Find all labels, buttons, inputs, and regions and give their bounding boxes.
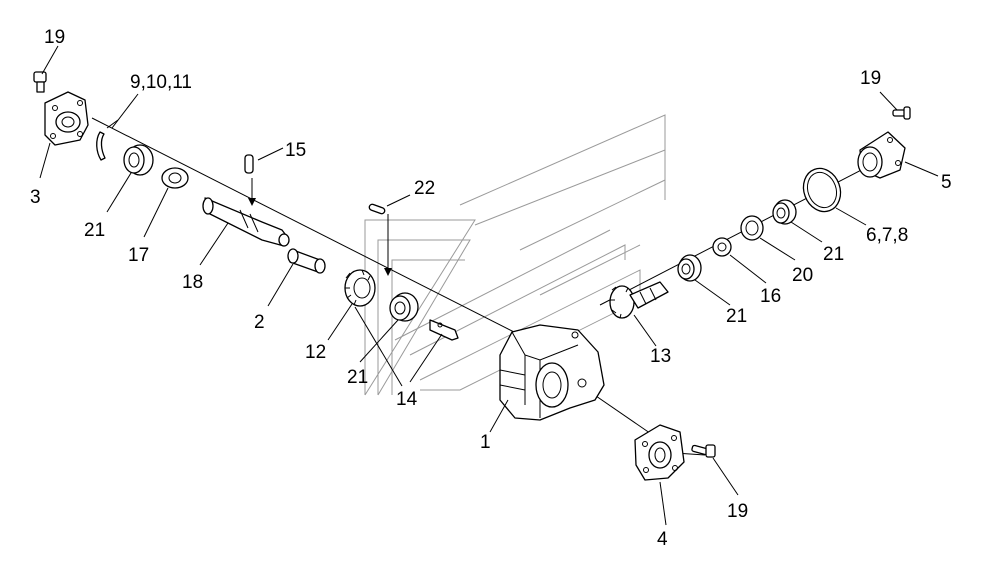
- label-16: 16: [760, 286, 781, 307]
- pin-15: [244, 154, 254, 174]
- bolt-19-top-right: [892, 106, 911, 120]
- shims-9-10-11: [96, 119, 119, 161]
- bearing-21-right-lower: [677, 254, 702, 282]
- flange-cover-4: [634, 424, 685, 481]
- label-1: 1: [480, 432, 491, 453]
- bolt-19-bottom-right: [691, 444, 716, 458]
- bearing-21-right-upper: [772, 199, 797, 225]
- shaft-14: [429, 319, 459, 341]
- label-14: 14: [396, 389, 418, 410]
- label-19-bottom-right: 19: [727, 501, 748, 522]
- label-19-top-right: 19: [860, 68, 881, 89]
- washer-17: [161, 167, 189, 189]
- label-21-left: 21: [84, 220, 105, 241]
- assembly-axes: [91, 112, 911, 456]
- label-2: 2: [254, 312, 265, 333]
- ring-20: [740, 215, 764, 241]
- label-18: 18: [182, 272, 203, 293]
- bearing-21-left: [123, 144, 154, 176]
- label-5: 5: [941, 172, 952, 193]
- leader-lines: [39, 45, 939, 526]
- gasket-6-7-8: [802, 167, 842, 213]
- label-15: 15: [285, 140, 306, 161]
- gear-12: [344, 269, 376, 307]
- label-20: 20: [792, 265, 813, 286]
- label-19-top-left: 19: [44, 27, 65, 48]
- label-13: 13: [650, 346, 671, 367]
- bearing-21-center: [389, 292, 419, 322]
- flange-cover-3: [44, 91, 89, 146]
- label-22: 22: [414, 178, 435, 199]
- bevel-gear-shaft-13: [609, 281, 669, 319]
- callout-labels: 19 9,10,11 3 21 17 18 15 2 22 12 21 14 1…: [30, 27, 952, 550]
- label-21-center: 21: [347, 367, 368, 388]
- end-cover-5: [857, 131, 906, 179]
- label-9-10-11: 9,10,11: [130, 72, 192, 93]
- label-17: 17: [128, 245, 149, 266]
- label-21-right-lower: 21: [726, 306, 747, 327]
- washer-16: [712, 237, 732, 257]
- key-22: [368, 203, 386, 215]
- label-12: 12: [305, 342, 326, 363]
- pump-housing-1: [499, 324, 605, 421]
- bolt-19-top-left: [33, 71, 47, 93]
- label-21-right-upper: 21: [823, 244, 844, 265]
- sleeve-2: [287, 248, 326, 274]
- label-4: 4: [657, 529, 668, 550]
- label-3: 3: [30, 187, 41, 208]
- label-6-7-8: 6,7,8: [866, 225, 908, 246]
- shaft-18: [202, 197, 290, 247]
